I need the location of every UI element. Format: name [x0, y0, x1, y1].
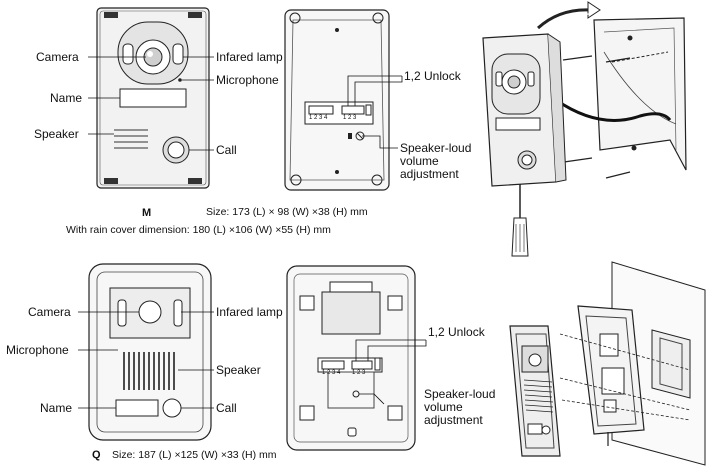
- model-m-back-leaders: [347, 75, 403, 149]
- m-back-adjustment: adjustment: [400, 167, 459, 181]
- model-m-mount-illustration: [482, 1, 687, 257]
- m-label-call: Call: [216, 143, 237, 157]
- m-label-camera: Camera: [36, 50, 79, 64]
- model-q-leaders: [78, 311, 214, 409]
- q-back-unlock: 1,2 Unlock: [428, 325, 485, 339]
- m-model-letter: M: [142, 207, 152, 219]
- model-m-front: [96, 7, 210, 189]
- q-label-camera: Camera: [28, 305, 71, 319]
- q-label-name: Name: [40, 401, 73, 415]
- q-label-microphone: Microphone: [6, 343, 69, 357]
- q-back-adjustment: adjustment: [424, 413, 483, 427]
- model-q-back-leaders: [355, 339, 427, 405]
- model-m-back: [284, 9, 390, 191]
- m-size-line: Size: 173 (L) × 98 (W) ×38 (H) mm: [206, 206, 368, 218]
- q-back-speaker-loud: Speaker-loud: [424, 387, 496, 401]
- q-back-terminal-right: 1 2 3: [352, 370, 366, 376]
- model-q-mount-illustration: [509, 261, 706, 466]
- m-label-speaker: Speaker: [34, 127, 79, 141]
- model-m-leaders: [88, 56, 214, 151]
- m-back-terminal-right: 1 2 3: [343, 115, 357, 121]
- m-back-terminal-left: 1 2 3 4: [309, 115, 328, 121]
- q-label-infared-lamp: Infared lamp: [216, 305, 283, 319]
- q-size-line: Size: 187 (L) ×125 (W) ×33 (H) mm: [112, 449, 277, 461]
- m-back-unlock: 1,2 Unlock: [404, 69, 461, 83]
- model-q-back: [286, 265, 416, 451]
- q-model-letter: Q: [92, 449, 101, 461]
- q-back-volume: volume: [424, 400, 463, 414]
- m-back-speaker-loud: Speaker-loud: [400, 141, 472, 155]
- q-label-speaker: Speaker: [216, 363, 261, 377]
- m-label-microphone: Microphone: [216, 73, 279, 87]
- m-label-name: Name: [50, 91, 83, 105]
- m-rain-cover-line: With rain cover dimension: 180 (L) ×106 …: [66, 224, 331, 236]
- q-label-call: Call: [216, 401, 237, 415]
- m-label-infared-lamp: Infared lamp: [216, 50, 283, 64]
- q-back-terminal-left: 1 2 3 4: [322, 370, 341, 376]
- model-q-front: [88, 263, 212, 441]
- m-back-volume: volume: [400, 154, 439, 168]
